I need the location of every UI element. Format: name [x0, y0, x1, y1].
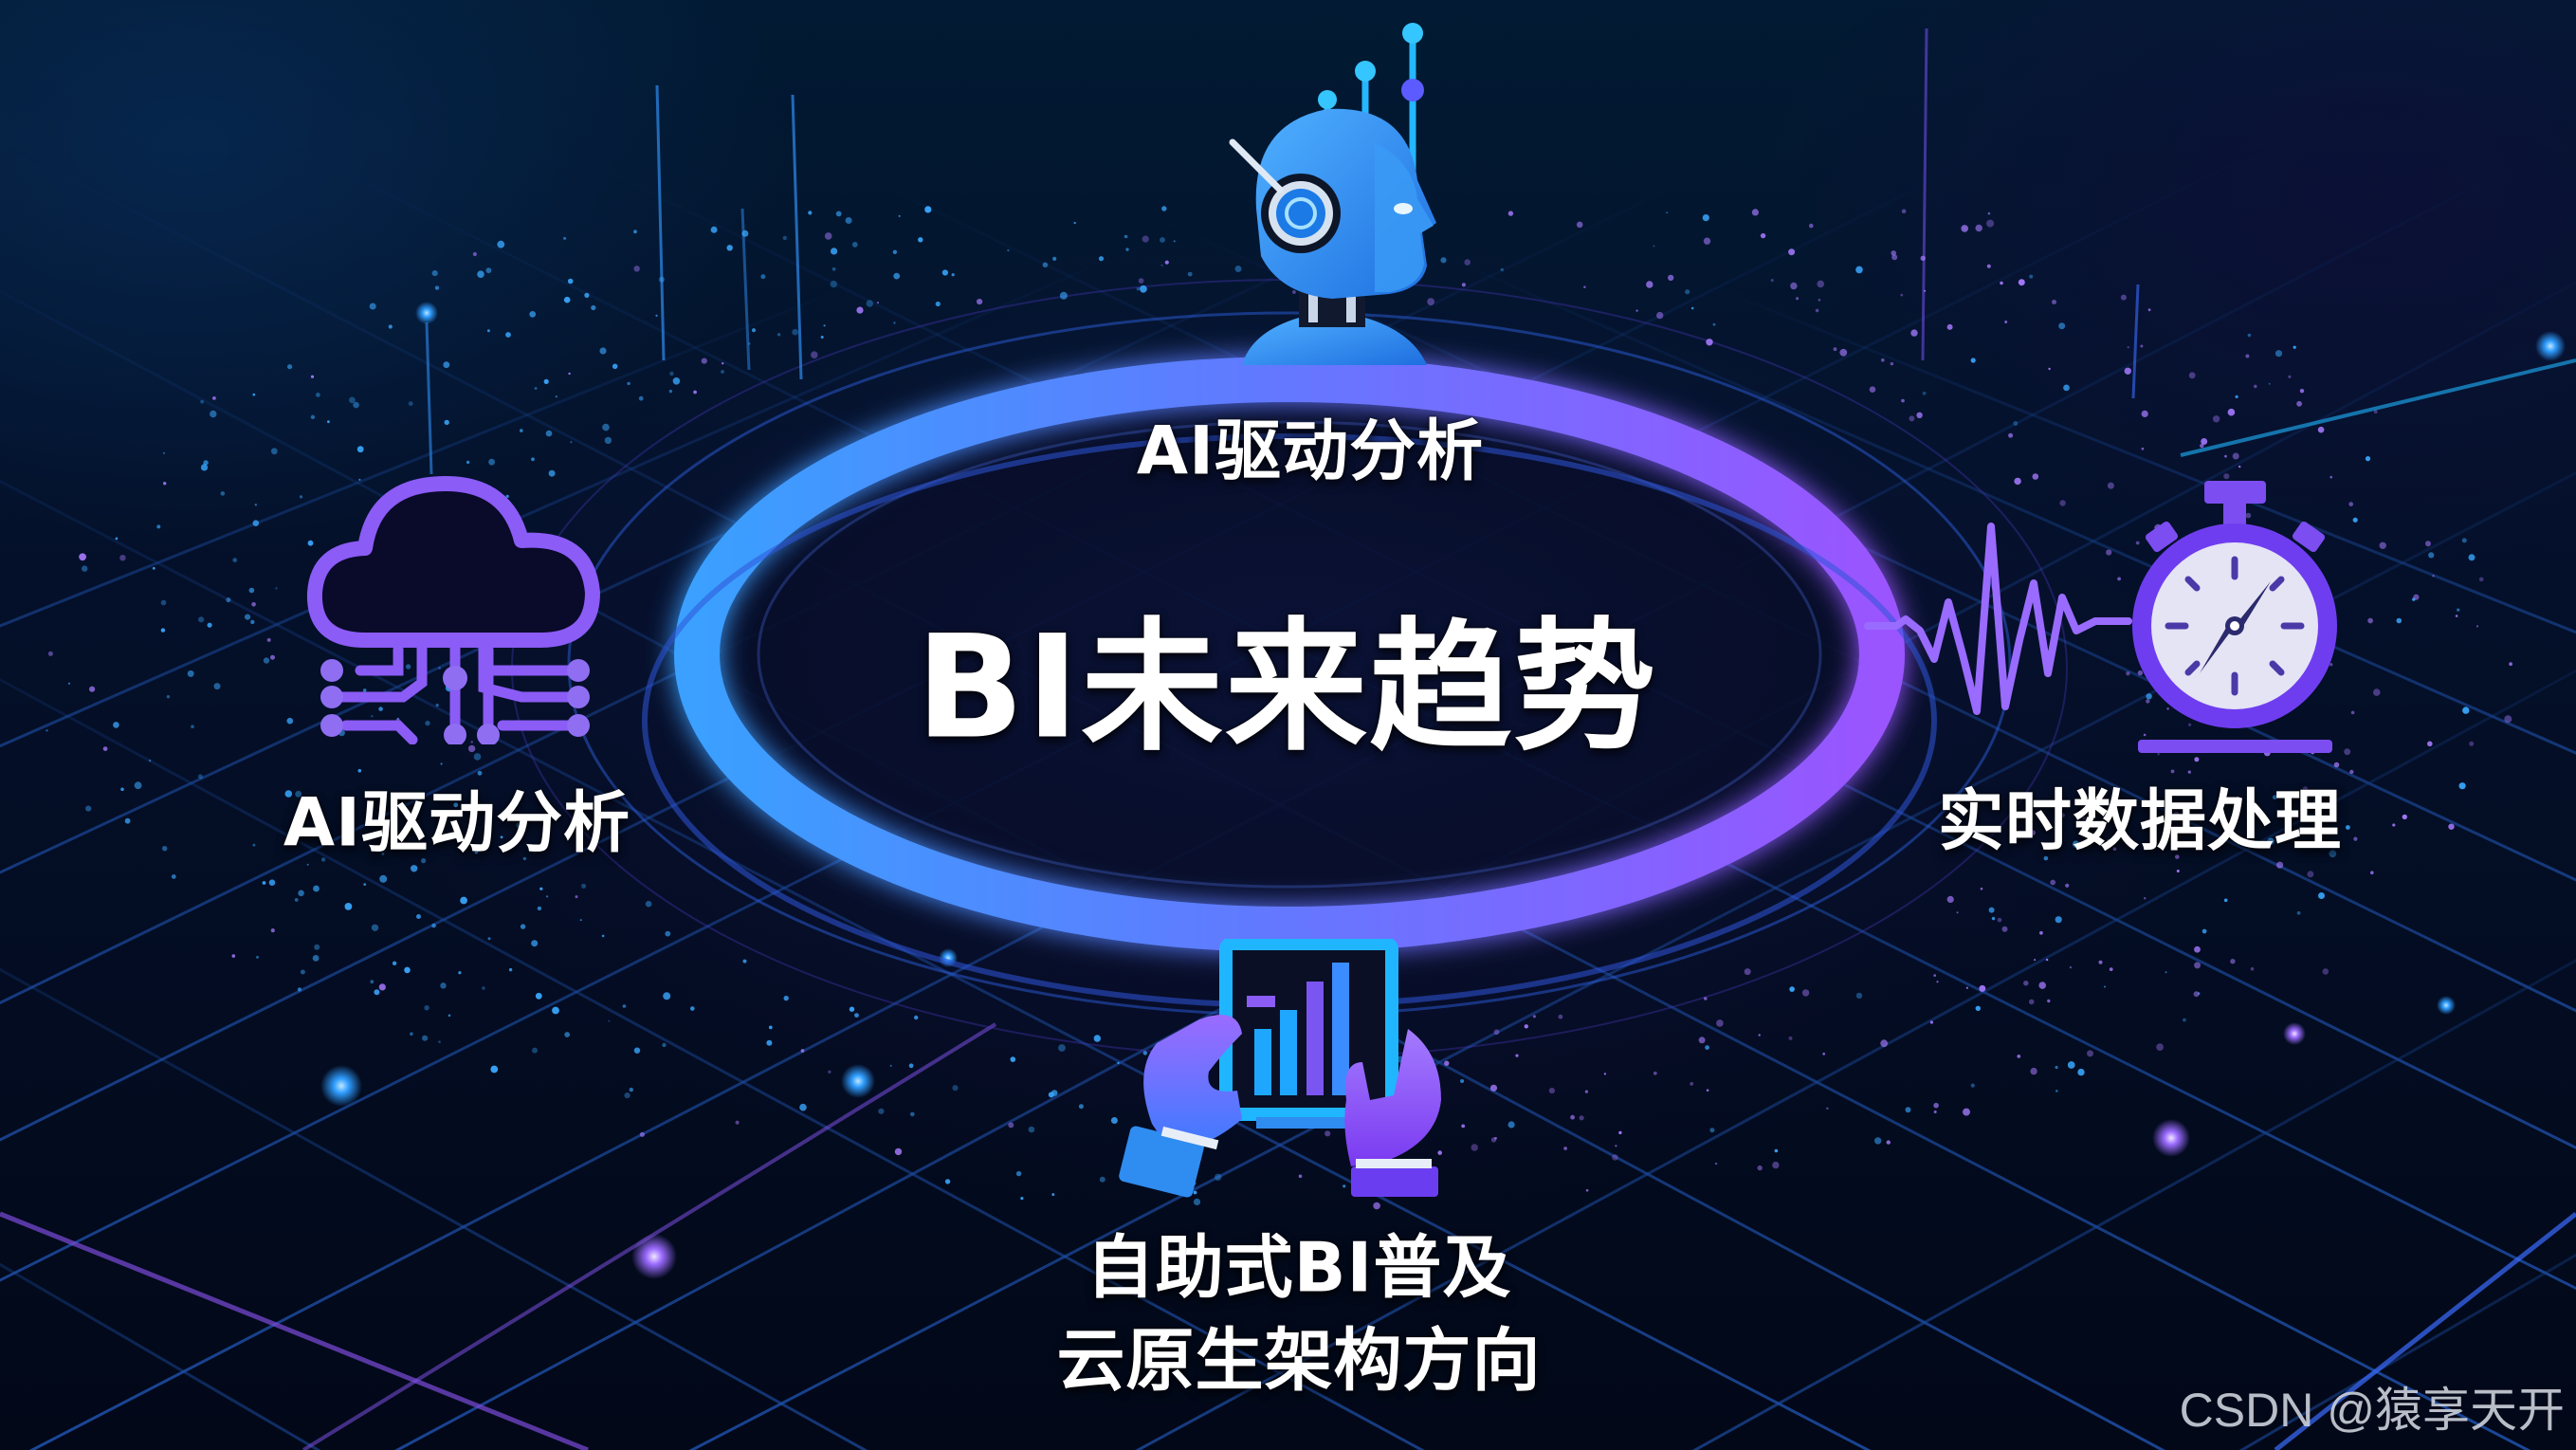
stopwatch-waveform-icon [1864, 481, 2337, 753]
page-title: BI未来趋势 [915, 605, 1658, 771]
node-label-left: AI驱动分析 [283, 783, 631, 862]
tablet-chart-hands-icon [1119, 939, 1441, 1198]
node-label-bottom-line1: 自助式BI普及 [1086, 1227, 1512, 1308]
particle-field [320, 302, 2566, 1279]
cloud-circuit-icon [306, 476, 600, 744]
node-label-top: AI驱动分析 [1136, 412, 1485, 490]
node-label-bottom-line2: 云原生架构方向 [1056, 1320, 1542, 1401]
robot-head-icon [1229, 23, 1436, 365]
watermark: CSDN @猿享天开 [2179, 1384, 2565, 1437]
node-label-right: 实时数据处理 [1938, 781, 2342, 860]
